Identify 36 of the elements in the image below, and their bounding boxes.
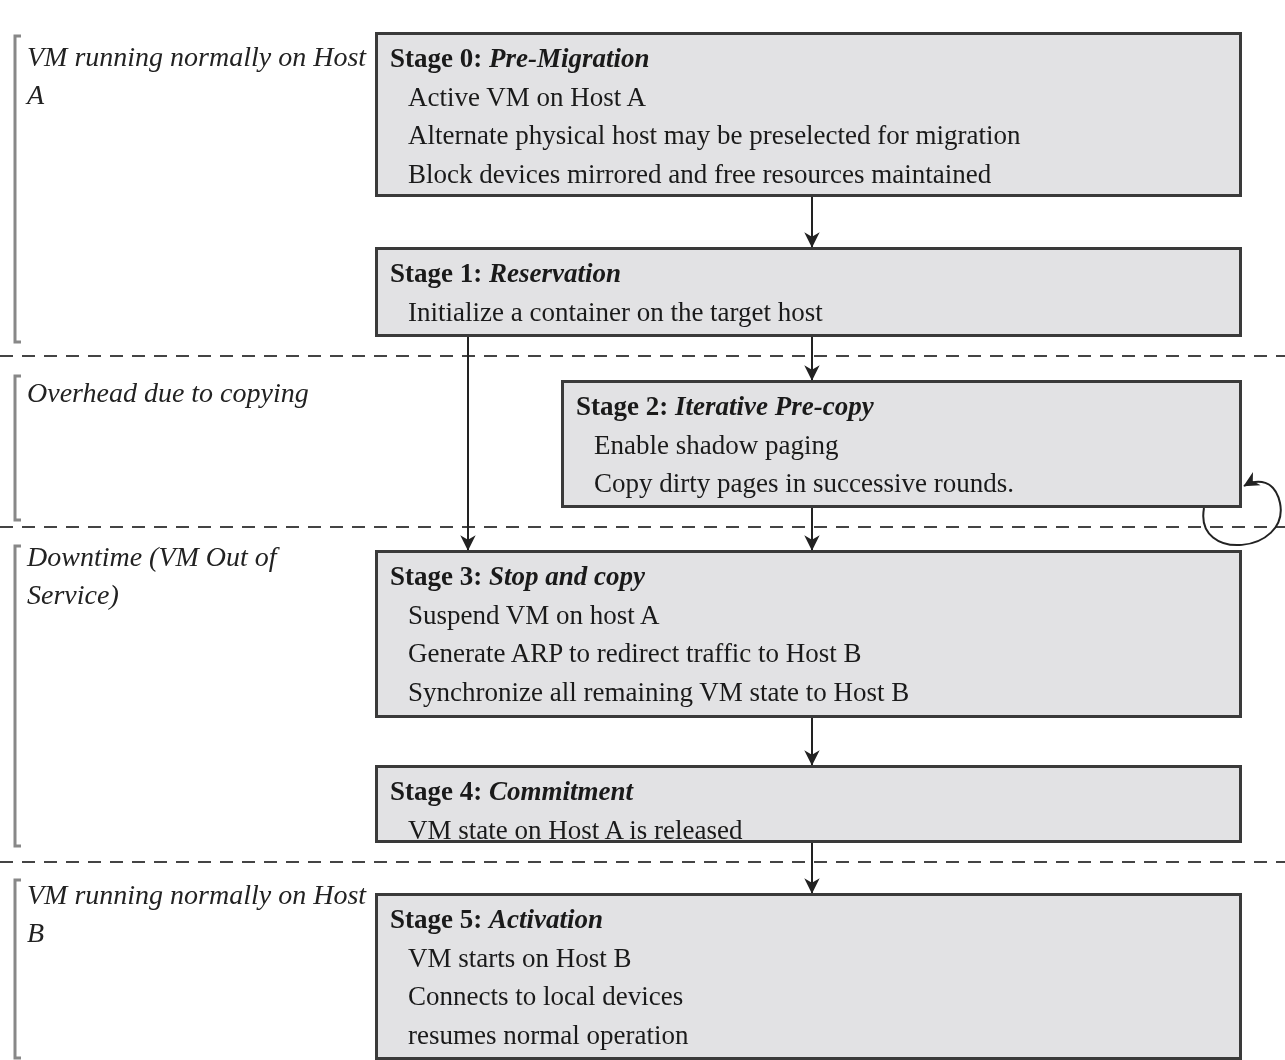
phase-label: Downtime (VM Out of Service) [27,538,367,614]
stage-box [375,247,1242,337]
stage-step: Generate ARP to redirect traffic to Host B [390,634,1229,673]
stage-title: Stage 1: Reservation [390,257,622,290]
stage-step: VM state on Host A is released [390,810,1229,849]
phase-label: VM running normally on Host A [27,40,367,112]
arrow [804,196,820,248]
arrow [460,336,476,551]
stage-title: Stage 0: Pre-Migration [390,42,651,75]
stage-step: Active VM on Host A [390,77,1229,116]
arrow [804,336,820,381]
stage-step: Enable shadow paging [576,425,1229,464]
stage-step: Suspend VM on host A [390,595,1229,634]
stage-box [561,380,1242,508]
stage-box [375,893,1242,1060]
stage-title: Stage 4: Commitment [390,775,635,808]
arrow [804,507,820,551]
stage-step: Block devices mirrored and free resources maintained [390,154,1229,193]
stage-step: Alternate physical host may be preselected for migration [390,116,1229,155]
stage-box [375,765,1242,843]
stage-step: Connects to local devices [390,977,1229,1016]
phase-label: Overhead due to copying [27,376,310,410]
stage-step: VM starts on Host B [390,938,1229,977]
stage-step: resumes normal operation [390,1015,1229,1054]
stage-title: Stage 5: Activation [390,903,604,936]
phase-label: VM running normally on Host B [27,878,367,950]
stage-title: Stage 2: Iterative Pre-copy [576,390,875,423]
stage-box [375,32,1242,197]
arrow [804,842,820,894]
stage-step: Copy dirty pages in successive rounds. [576,464,1229,503]
arrow [804,717,820,766]
arrow [1202,472,1282,546]
stage-step: Synchronize all remaining VM state to Host B [390,672,1229,711]
stage-box [375,550,1242,718]
stage-title: Stage 3: Stop and copy [390,560,646,593]
stage-step: Initialize a container on the target host [390,292,1229,331]
